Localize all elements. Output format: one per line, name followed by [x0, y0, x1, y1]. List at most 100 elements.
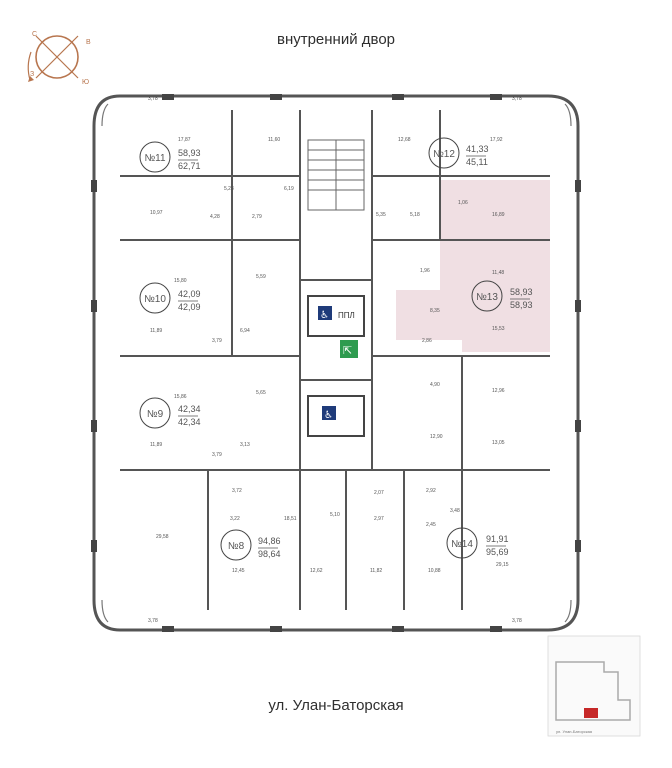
room-area-label: 4,90	[430, 382, 440, 388]
apartment-8-label[interactable]: №8 94,86 98,64	[220, 529, 281, 561]
key-plan-highlight	[584, 708, 598, 718]
room-area-label: 12,68	[398, 137, 411, 143]
svg-text:91,91: 91,91	[486, 534, 509, 544]
room-area-label: 3,78	[148, 96, 158, 102]
apartment-13-label[interactable]: №13 58,93 58,93	[471, 280, 533, 312]
svg-text:98,64: 98,64	[258, 549, 281, 559]
room-area-label: 5,18	[410, 212, 420, 218]
room-area-label: 12,62	[310, 568, 323, 574]
svg-text:№12: №12	[433, 149, 455, 160]
room-area-label: 3,78	[512, 618, 522, 624]
svg-text:№13: №13	[476, 292, 498, 303]
apartment-12-label[interactable]: №12 41,33 45,11	[428, 137, 489, 169]
room-area-label: 5,65	[256, 390, 266, 396]
svg-text:42,09: 42,09	[178, 302, 201, 312]
svg-text:42,34: 42,34	[178, 404, 201, 414]
room-area-label: 11,48	[492, 270, 504, 276]
room-area-label: 12,90	[430, 434, 443, 440]
courtyard-caption: внутренний двор	[276, 31, 396, 48]
room-area-label: 3,13	[240, 442, 250, 448]
room-area-label: 1,06	[458, 200, 468, 206]
room-area-label: 6,19	[284, 186, 294, 192]
apartment-13-highlight[interactable]	[396, 180, 550, 352]
svg-text:№10: №10	[144, 294, 166, 305]
room-area-label: 15,53	[492, 326, 505, 332]
room-area-label: 3,78	[148, 618, 158, 624]
building-outline	[92, 94, 580, 632]
room-area-label: 2,97	[374, 516, 384, 522]
elevator-label: ППЛ	[338, 311, 355, 320]
room-area-label: 3,79	[212, 338, 222, 344]
interior-walls	[120, 110, 550, 610]
svg-text:94,86: 94,86	[258, 536, 281, 546]
apartment-10-label[interactable]: №10 42,09 42,09	[139, 282, 201, 314]
svg-text:№14: №14	[451, 539, 473, 550]
key-plan: ул. Улан-Баторская	[547, 635, 641, 737]
room-area-label: 11,89	[150, 442, 162, 448]
room-area-label: 5,10	[330, 512, 340, 518]
apartment-14-label[interactable]: №14 91,91 95,69	[446, 527, 509, 559]
room-area-label: 2,45	[426, 522, 436, 528]
compass-east: В	[86, 39, 91, 46]
room-area-label: 29,15	[496, 562, 509, 568]
room-area-labels: 17,87 11,60 12,68 17,92 5,23 6,19 5,35 5…	[150, 137, 509, 574]
compass-north: С	[32, 31, 37, 38]
exit-sign-icon: ⇱	[343, 345, 352, 357]
room-area-label: 15,80	[174, 278, 187, 284]
room-area-label: 11,82	[370, 568, 382, 574]
wheelchair-icon: ♿	[320, 310, 329, 321]
room-area-label: 17,87	[178, 137, 191, 143]
svg-text:42,34: 42,34	[178, 417, 201, 427]
window-marks	[91, 94, 581, 632]
room-area-label: 5,35	[376, 212, 386, 218]
compass-west: З	[30, 71, 34, 78]
room-area-label: 5,59	[256, 274, 266, 280]
room-area-label: 1,96	[420, 268, 430, 274]
svg-text:№8: №8	[228, 541, 245, 552]
room-area-label: 12,45	[232, 568, 245, 574]
svg-text:№11: №11	[144, 153, 166, 164]
room-area-label: 13,05	[492, 440, 505, 446]
stairwell	[307, 139, 365, 211]
svg-text:62,71: 62,71	[178, 161, 201, 171]
compass-icon: С В Ю З	[27, 31, 91, 86]
wheelchair-icon: ♿	[324, 410, 333, 421]
room-area-label: 4,28	[210, 214, 220, 220]
room-area-label: 3,78	[512, 96, 522, 102]
balcony-labels: 3,78 3,78 3,78 3,78	[148, 96, 522, 624]
room-area-label: 17,92	[490, 137, 503, 143]
svg-text:42,09: 42,09	[178, 289, 201, 299]
room-area-label: 2,79	[252, 214, 262, 220]
room-area-label: 16,89	[492, 212, 505, 218]
street-caption: ул. Улан-Баторская	[268, 697, 404, 714]
room-area-label: 11,60	[268, 137, 280, 143]
svg-text:95,69: 95,69	[486, 547, 509, 557]
room-area-label: 3,48	[450, 508, 460, 514]
room-area-label: 29,58	[156, 534, 169, 540]
room-area-label: 8,35	[430, 308, 440, 314]
room-area-label: 15,86	[174, 394, 187, 400]
room-area-label: 18,51	[284, 516, 297, 522]
room-area-label: 3,79	[212, 452, 222, 458]
room-area-label: 3,22	[230, 516, 240, 522]
svg-text:58,93: 58,93	[510, 300, 533, 310]
room-area-label: 3,72	[232, 488, 242, 494]
room-area-label: 11,89	[150, 328, 162, 334]
room-area-label: 2,92	[426, 488, 436, 494]
room-area-label: 12,96	[492, 388, 505, 394]
elevator-2: ♿	[307, 395, 365, 437]
elevator-1: ♿ ППЛ ⇱	[307, 295, 365, 358]
apartment-9-label[interactable]: №9 42,34 42,34	[139, 397, 201, 429]
room-area-label: 5,23	[224, 186, 234, 192]
apartment-11-label[interactable]: №11 58,93 62,71	[139, 141, 201, 173]
svg-text:45,11: 45,11	[466, 157, 488, 167]
room-area-label: 10,97	[150, 210, 163, 216]
svg-text:58,93: 58,93	[178, 148, 201, 158]
room-area-label: 10,88	[428, 568, 441, 574]
svg-text:41,33: 41,33	[466, 144, 489, 154]
room-area-label: 2,07	[374, 490, 384, 496]
svg-text:58,93: 58,93	[510, 287, 533, 297]
compass-south: Ю	[82, 79, 89, 86]
svg-text:№9: №9	[147, 409, 164, 420]
